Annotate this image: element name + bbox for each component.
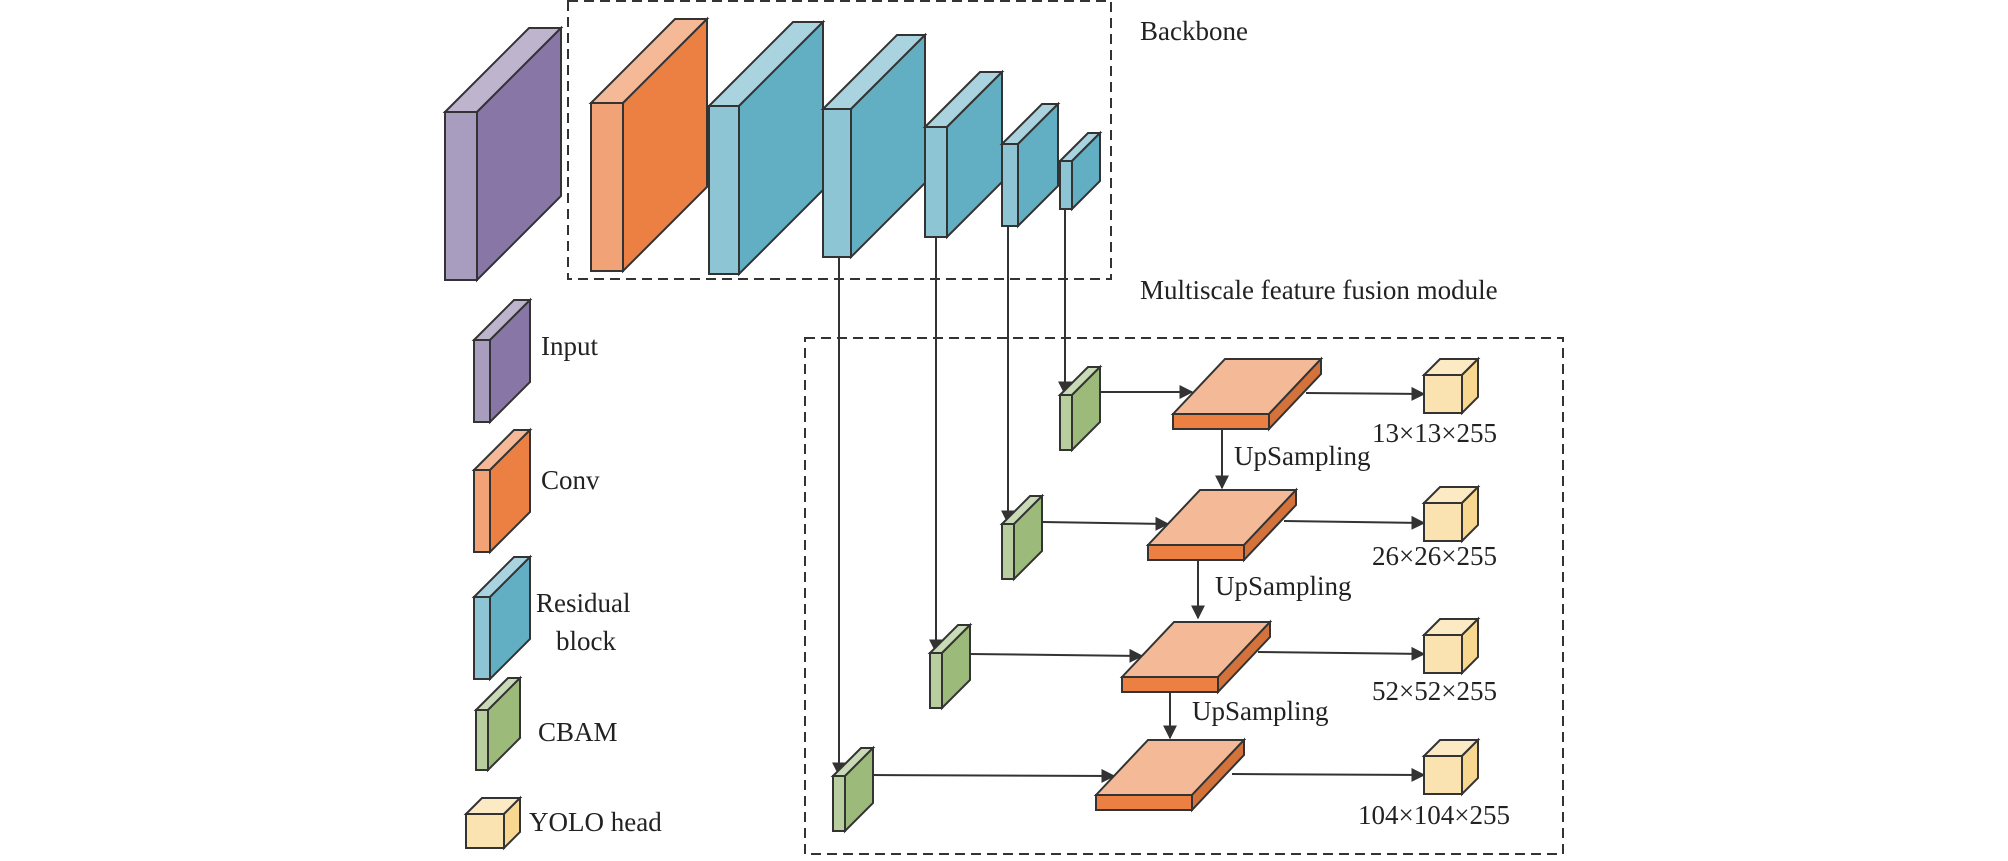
blocks-layer [442,16,1481,851]
yolo-head-4-front-face [1423,755,1463,795]
upsampling-label-1: UpSampling [1234,441,1371,471]
connector-cbam3-fusion3 [969,648,1144,663]
residual-block-1 [706,19,826,277]
legend-label-residual-1: Residual [536,588,631,618]
yolo-head-2-front-face [1423,502,1463,542]
conv-block [588,16,710,274]
cbam-block-1 [1057,364,1103,453]
backbone-title: Backbone [1140,16,1248,46]
output-label-13: 13×13×255 [1372,418,1497,448]
cbam-block-3 [927,622,973,711]
connector-fusion4-yolo4 [1231,767,1426,782]
fusion-block-4-side-face [1191,737,1245,813]
fusion-block-3-side-face [1217,619,1271,695]
connector-fusion2-yolo2 [1283,515,1426,530]
yolo-head-3 [1421,616,1481,676]
output-label-104: 104×104×255 [1358,800,1510,830]
fusion-block-1 [1170,356,1324,432]
residual-block-5-front-face [1059,160,1073,210]
legend-icon-residual [471,554,533,682]
input-block [442,25,564,283]
connector-fusion3-yolo3 [1257,646,1426,661]
fusion-block-3 [1119,619,1273,695]
legend-icon-cbam-front-face [475,709,489,771]
fusion-block-1-front-face [1172,413,1270,430]
connector-cbam2-fusion2 [1042,516,1170,531]
residual-block-1-front-face [708,105,740,275]
fusion-block-4-front-face [1095,794,1193,811]
conv-block-front-face [590,102,624,272]
residual-block-2-front-face [822,108,852,258]
connector-fusion1-yolo1 [1305,386,1426,401]
output-label-52: 52×52×255 [1372,676,1497,706]
legend-label-residual-2: block [556,626,616,656]
legend-icon-conv [471,427,533,555]
legend-label-input: Input [541,331,598,361]
residual-block-5 [1057,130,1103,212]
yolo-head-2 [1421,484,1481,544]
residual-block-4-front-face [1001,143,1019,227]
output-label-26: 26×26×255 [1372,541,1497,571]
residual-block-3 [922,69,1005,240]
cbam-block-3-front-face [929,652,943,709]
cbam-block-4-front-face [832,775,846,832]
legend-icon-input-front-face [473,339,491,423]
legend-icon-input [471,297,533,425]
fusion-block-2-front-face [1147,544,1245,561]
fusion-block-3-front-face [1121,676,1219,693]
yolo-head-4 [1421,737,1481,797]
legend-label-yolo: YOLO head [529,807,662,837]
fusion-module-border [804,337,1564,855]
yolo-head-1 [1421,356,1481,416]
cbam-block-1-front-face [1059,394,1073,451]
upsampling-label-3: UpSampling [1192,696,1329,726]
legend-label-conv: Conv [541,465,600,495]
yolo-head-1-front-face [1423,374,1463,414]
legend-icon-conv-front-face [473,469,491,553]
input-block-front-face [444,111,478,281]
cbam-block-2 [999,493,1045,582]
fusion-module-title: Multiscale feature fusion module [1140,275,1498,305]
legend-icon-cbam [473,675,523,773]
fusion-block-1-side-face [1268,356,1322,432]
legend-icon-yolo-front-face [465,813,505,849]
residual-block-2 [820,32,928,260]
legend-icon-yolo [463,795,523,851]
cbam-block-4 [830,745,876,834]
fusion-block-2 [1145,487,1299,563]
legend-icon-residual-front-face [473,596,491,680]
upsampling-label-2: UpSampling [1215,571,1352,601]
fusion-block-4 [1093,737,1247,813]
legend-label-cbam: CBAM [538,717,618,747]
connector-cbam4-fusion4 [871,768,1116,783]
cbam-block-2-front-face [1001,523,1015,580]
yolo-head-3-front-face [1423,634,1463,674]
residual-block-3-front-face [924,126,948,238]
fusion-block-2-side-face [1243,487,1297,563]
residual-block-4 [999,101,1061,229]
